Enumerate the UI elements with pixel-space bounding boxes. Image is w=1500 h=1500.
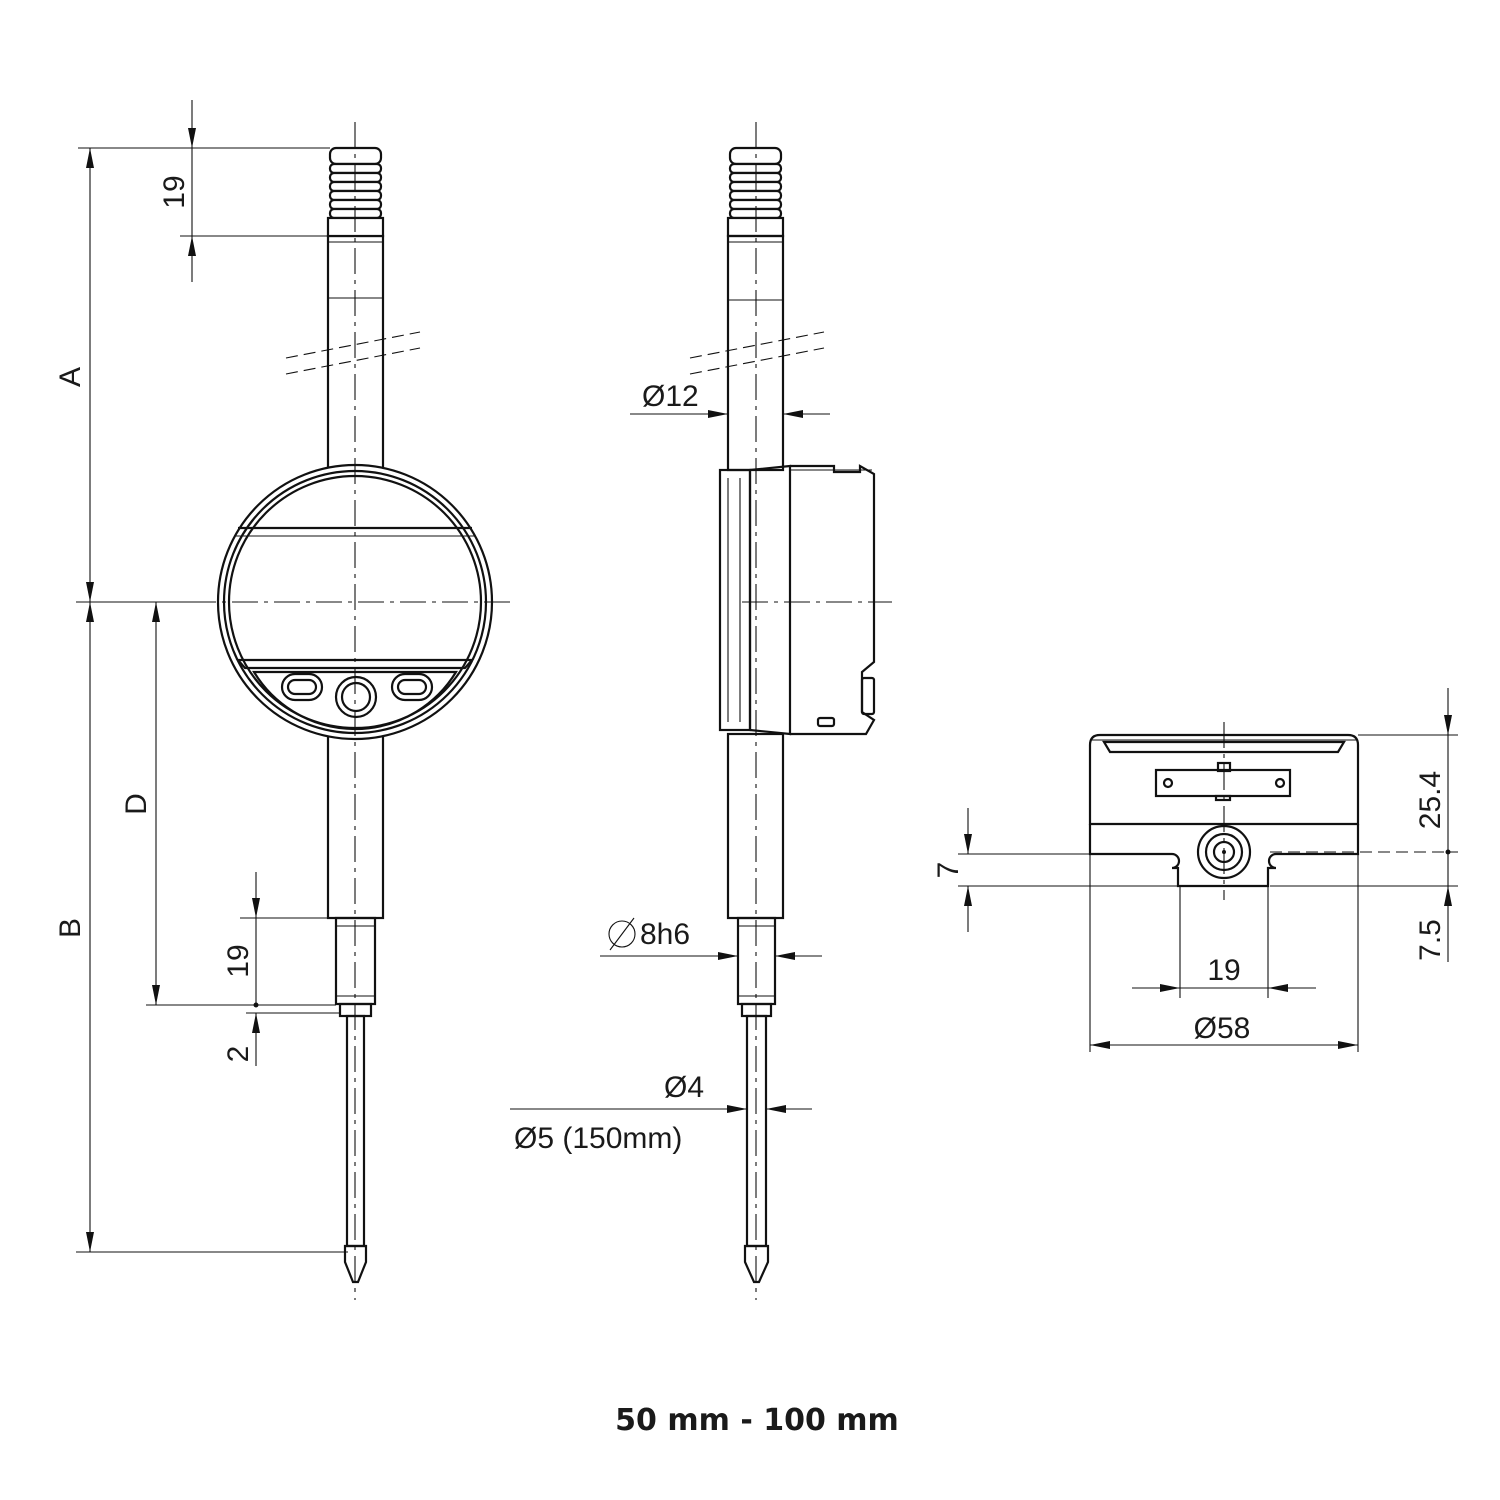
side-case-back — [790, 464, 876, 736]
label-side-19: 19 — [1207, 954, 1240, 987]
button-panel — [252, 670, 458, 730]
label-75: 7.5 — [1414, 919, 1447, 961]
label-dia4: Ø4 — [664, 1071, 704, 1104]
label-dia12: Ø12 — [642, 380, 699, 413]
side-break-line — [689, 331, 825, 359]
front-break-line — [285, 331, 421, 359]
side-bezel — [718, 468, 752, 732]
bottom-view — [1088, 722, 1360, 900]
label-d: D — [120, 793, 153, 815]
label-7: 7 — [932, 862, 965, 879]
left-button — [280, 672, 324, 702]
label-254: 25.4 — [1414, 771, 1447, 829]
bottom-view-dimensions: 25.4 7.5 7 19 Ø58 — [932, 688, 1458, 1052]
diameter-icon — [608, 920, 636, 948]
label-dia5: Ø5 (150mm) — [514, 1122, 682, 1155]
caption: 50 mm - 100 mm — [615, 1403, 899, 1438]
front-view — [190, 122, 512, 1300]
lcd-bottom-edge — [235, 658, 475, 670]
side-connector — [860, 676, 876, 716]
label-top-19: 19 — [158, 175, 191, 208]
label-dia58: Ø58 — [1194, 1012, 1251, 1045]
label-b: B — [54, 918, 87, 938]
right-button — [390, 672, 434, 702]
label-bottom-19: 19 — [222, 944, 255, 977]
side-view — [689, 122, 892, 1300]
label-dia8h6: 8h6 — [640, 918, 690, 951]
front-contact-point — [343, 1244, 368, 1284]
bottom-view-mount — [1088, 824, 1360, 888]
label-a: A — [54, 367, 87, 387]
label-two: 2 — [222, 1046, 255, 1063]
battery-cover — [1154, 768, 1292, 798]
center-button — [334, 675, 378, 719]
side-contact-point — [743, 1244, 770, 1284]
front-dimensions: A B D 19 19 2 — [54, 100, 348, 1253]
side-dimensions: Ø12 8h6 Ø4 Ø5 (150mm) — [510, 380, 830, 1155]
